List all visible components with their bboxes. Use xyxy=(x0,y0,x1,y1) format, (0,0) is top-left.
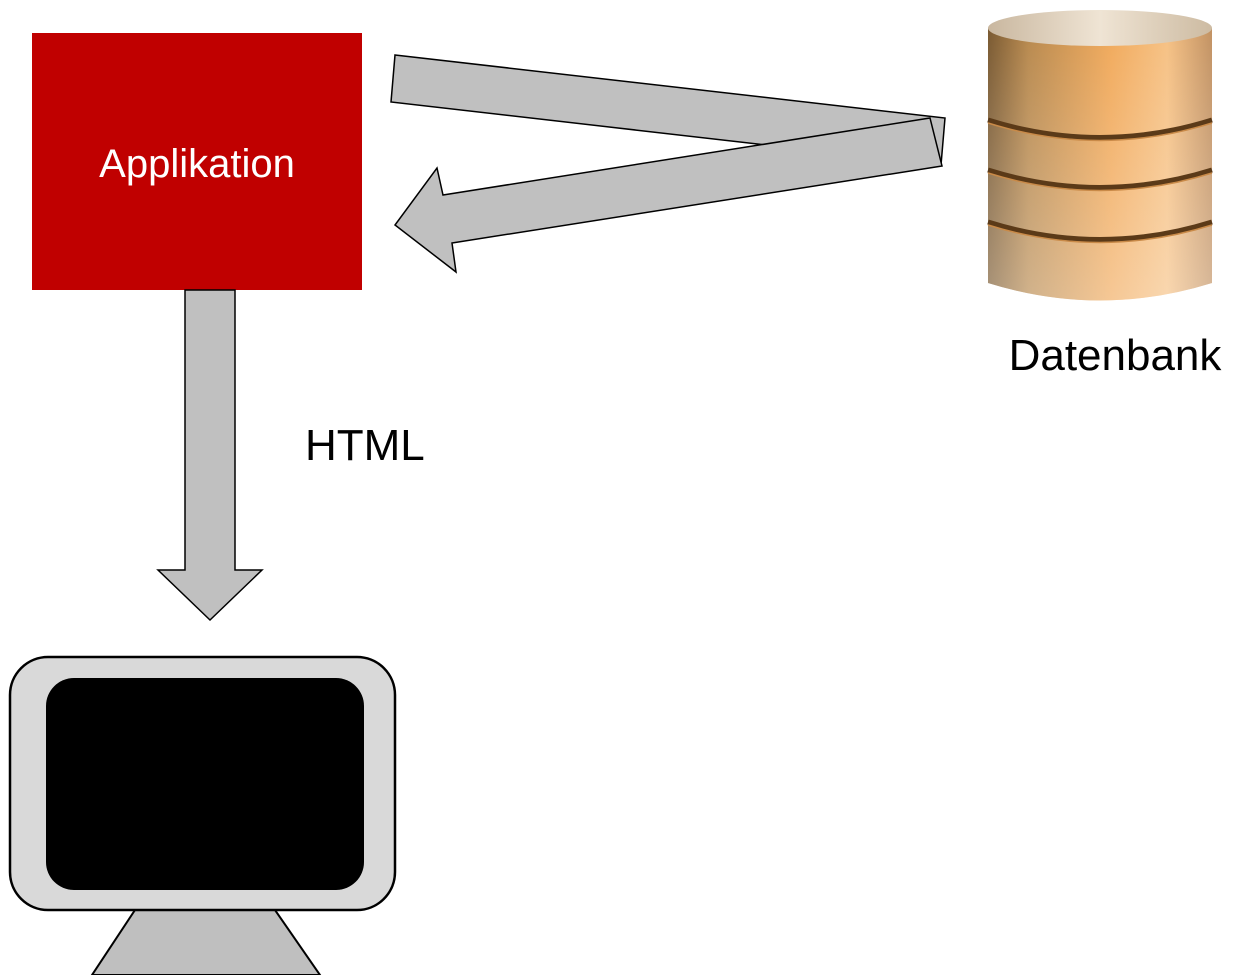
html-output-arrow xyxy=(156,289,264,622)
database-top xyxy=(988,10,1212,46)
html-arrow-label: HTML xyxy=(305,421,425,470)
database-cylinder-icon xyxy=(987,10,1213,301)
application-box xyxy=(32,33,362,290)
application-label: Applikation xyxy=(99,142,295,186)
application-node: Applikation xyxy=(32,33,362,290)
computer-monitor-icon xyxy=(8,655,397,975)
monitor-stand xyxy=(90,909,322,975)
database-label: Datenbank xyxy=(1009,331,1223,380)
monitor-screen xyxy=(46,678,364,890)
response-arrow xyxy=(393,117,943,274)
